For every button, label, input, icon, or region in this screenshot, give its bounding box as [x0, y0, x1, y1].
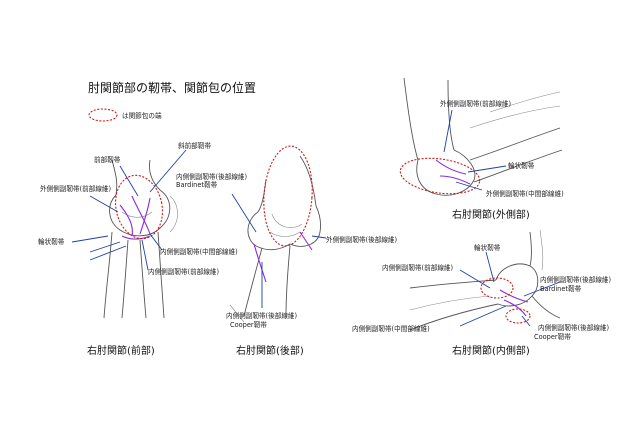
capsule-legend-text: は関節包の端: [122, 111, 162, 120]
label-medial-collateral-anterior-med: 内側側副靭帯(前部線維): [382, 263, 453, 272]
caption-anterior: 右肘関節(前部): [87, 344, 155, 357]
medial-capsule-outline-1: [480, 277, 514, 299]
caption-lateral: 右肘関節(外側部): [452, 208, 530, 221]
label-bardinet-ligament: Bardinet靭帯: [176, 180, 218, 189]
label-medial-collateral-middle-med: 内側側副靭帯(中間部線維): [352, 324, 430, 333]
capsule-legend-swatch: [88, 108, 118, 122]
label-medial-collateral-middle: 内側側副靭帯(中間部線維): [160, 247, 238, 256]
posterior-view: 内側側副靭帯(後部線維) Bardinet靭帯 外側側副靭帯(後部線維) 内側側…: [176, 145, 397, 357]
label-medial-collateral-posterior-2-med: 内側側副靭帯(後部線維): [538, 323, 609, 332]
label-annular-ligament-lat: 輪状靭帯: [508, 161, 535, 170]
label-lateral-collateral-anterior: 外側側副靭帯(前部線維): [40, 184, 111, 193]
medial-view: 輪状靭帯 内側側副靭帯(前部線維) 内側側副靭帯(後部線維) Bardinet靭…: [352, 229, 611, 357]
label-annular-ligament-med: 輪状靭帯: [474, 243, 501, 252]
label-medial-collateral-posterior-med: 内側側副靭帯(後部線維): [540, 275, 611, 284]
caption-posterior: 右肘関節(後部): [236, 344, 304, 357]
label-annular-ligament: 輪状靭帯: [38, 237, 65, 246]
lateral-view: 外側側副靭帯(前部線維) 輪状靭帯 外側側副靭帯(中間部線維) 右肘関節(外側部…: [399, 77, 564, 221]
label-lateral-collateral-anterior-lat: 外側側副靭帯(前部線維): [440, 99, 511, 108]
diagram-title: 肘関節部の靭帯、関節包の位置: [88, 80, 256, 95]
label-medial-collateral-anterior: 内側側副靭帯(前部線維): [148, 267, 219, 276]
label-medial-collateral-posterior-2: 内側側副靭帯(後部線維): [226, 311, 297, 320]
label-cooper-ligament-med: Cooper靭帯: [534, 332, 571, 341]
label-cooper-ligament: Cooper靭帯: [230, 320, 267, 329]
medial-capsule-outline-2: [505, 308, 531, 324]
lateral-capsule-outline: [399, 157, 481, 195]
anterior-capsule-outline: [114, 174, 164, 240]
label-lateral-collateral-middle-lat: 外側側副靭帯(中間部線維): [486, 189, 564, 198]
label-lateral-collateral-posterior: 外側側副靭帯(後部線維): [326, 235, 397, 244]
label-oblique-cord: 斜前部靭帯: [178, 141, 211, 150]
label-anterior-ligament: 前部靭帯: [94, 155, 121, 164]
label-medial-collateral-posterior: 内側側副靭帯(後部線維): [176, 172, 247, 181]
caption-medial: 右肘関節(内側部): [452, 344, 530, 357]
posterior-capsule-outline: [263, 145, 313, 247]
anterior-view: 斜前部靭帯 前部靭帯 外側側副靭帯(前部線維) 輪状靭帯 内側側副靭帯(中間部線…: [38, 141, 238, 357]
label-bardinet-ligament-med: Bardinet靭帯: [540, 284, 582, 293]
